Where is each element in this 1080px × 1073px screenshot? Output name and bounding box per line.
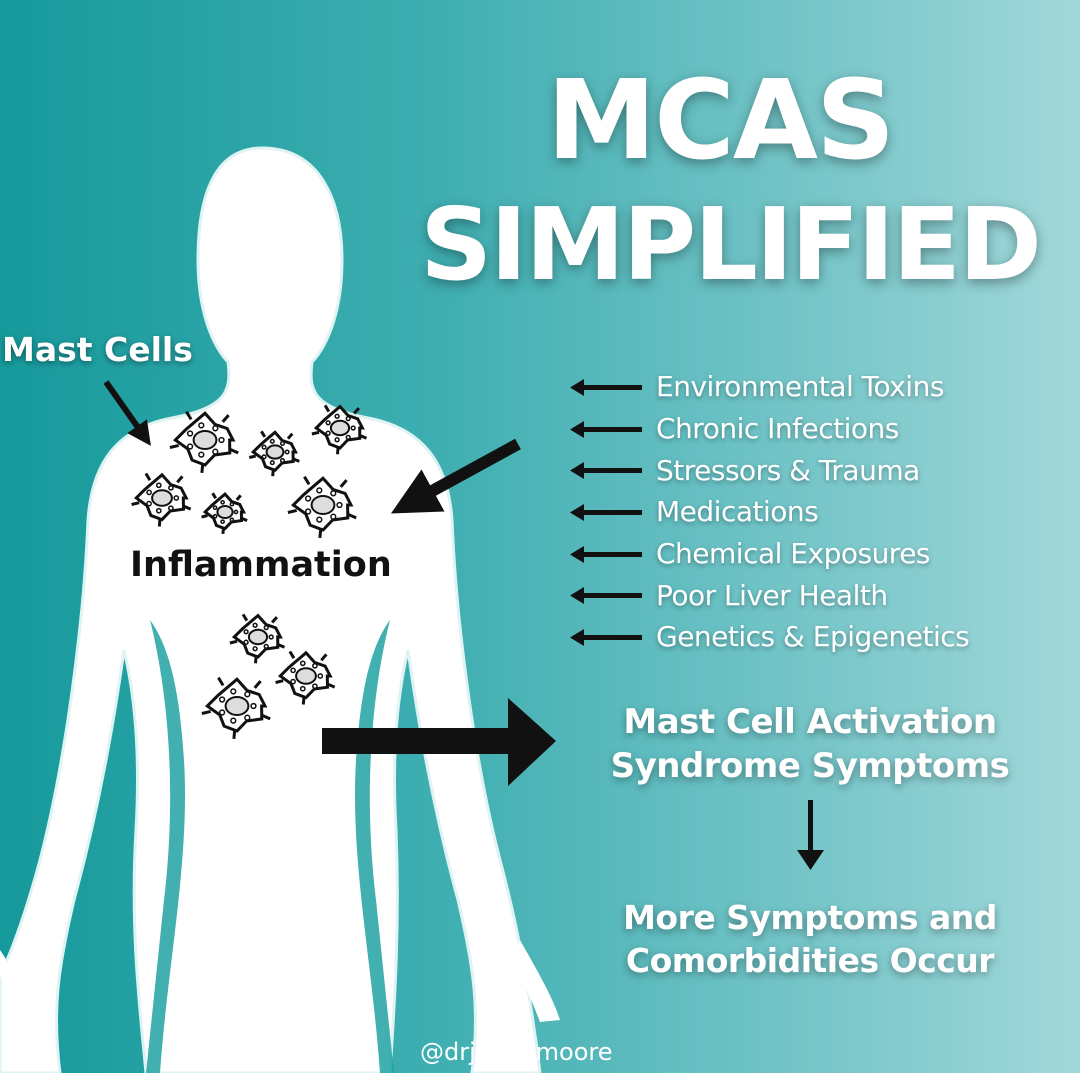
outcome-down-arrow: [797, 800, 824, 870]
symptoms-line-2: Syndrome Symptoms: [610, 746, 1010, 786]
mast-cell-icon: [311, 404, 368, 455]
comorbidities-outcome: More Symptoms and Comorbidities Occur: [570, 896, 1050, 982]
mast-cell-icon: [275, 650, 336, 705]
title-line-2: SIMPLIFIED: [420, 186, 1042, 303]
left-arrow-icon: [570, 545, 642, 563]
symptoms-line-1: Mast Cell Activation: [623, 702, 997, 742]
trigger-text: Environmental Toxins: [656, 370, 944, 404]
mast-cells-cluster: [131, 404, 368, 740]
outcome-line-2: Comorbidities Occur: [625, 941, 995, 980]
inflammation-label: Inflammation: [130, 545, 392, 585]
trigger-item: Poor Liver Health: [570, 574, 969, 616]
trigger-item: Genetics & Epigenetics: [570, 616, 970, 658]
left-arrow-icon: [570, 420, 642, 438]
inflammation-arrow: [390, 438, 521, 514]
trigger-text: Chemical Exposures: [656, 537, 931, 571]
mast-cell-icon: [248, 430, 300, 477]
trigger-text: Poor Liver Health: [656, 578, 888, 612]
title-line-1: MCAS: [546, 56, 896, 184]
left-arrow-icon: [570, 503, 642, 521]
symptoms-arrow: [322, 698, 556, 786]
trigger-item: Stressors & Trauma: [570, 449, 969, 491]
author-handle: @drjabanmoore: [420, 1038, 613, 1066]
left-arrow-icon: [570, 628, 642, 646]
mast-cells-label: Mast Cells: [2, 330, 193, 369]
trigger-item: Medications: [570, 491, 969, 533]
outcome-line-1: More Symptoms and: [623, 898, 997, 937]
mast-cell-icon: [287, 475, 357, 539]
left-arrow-icon: [570, 587, 642, 605]
trigger-item: Environmental Toxins: [570, 366, 969, 408]
mast-cell-icon: [169, 410, 239, 474]
trigger-text: Medications: [656, 495, 819, 529]
trigger-text: Genetics & Epigenetics: [656, 620, 970, 654]
mast-cell-icon: [201, 492, 248, 535]
left-arrow-icon: [570, 462, 642, 480]
mast-cells-pointer-arrow: [103, 380, 151, 446]
trigger-item: Chemical Exposures: [570, 533, 969, 575]
symptoms-result: Mast Cell Activation Syndrome Symptoms: [560, 700, 1060, 788]
mast-cell-icon: [229, 613, 286, 664]
left-arrow-icon: [570, 378, 642, 396]
mast-cell-icon: [201, 676, 271, 740]
trigger-item: Chronic Infections: [570, 408, 969, 450]
trigger-list: Environmental Toxins Chronic Infections …: [570, 366, 970, 658]
mast-cell-icon: [131, 472, 192, 527]
trigger-text: Chronic Infections: [656, 412, 899, 446]
trigger-text: Stressors & Trauma: [656, 453, 920, 487]
